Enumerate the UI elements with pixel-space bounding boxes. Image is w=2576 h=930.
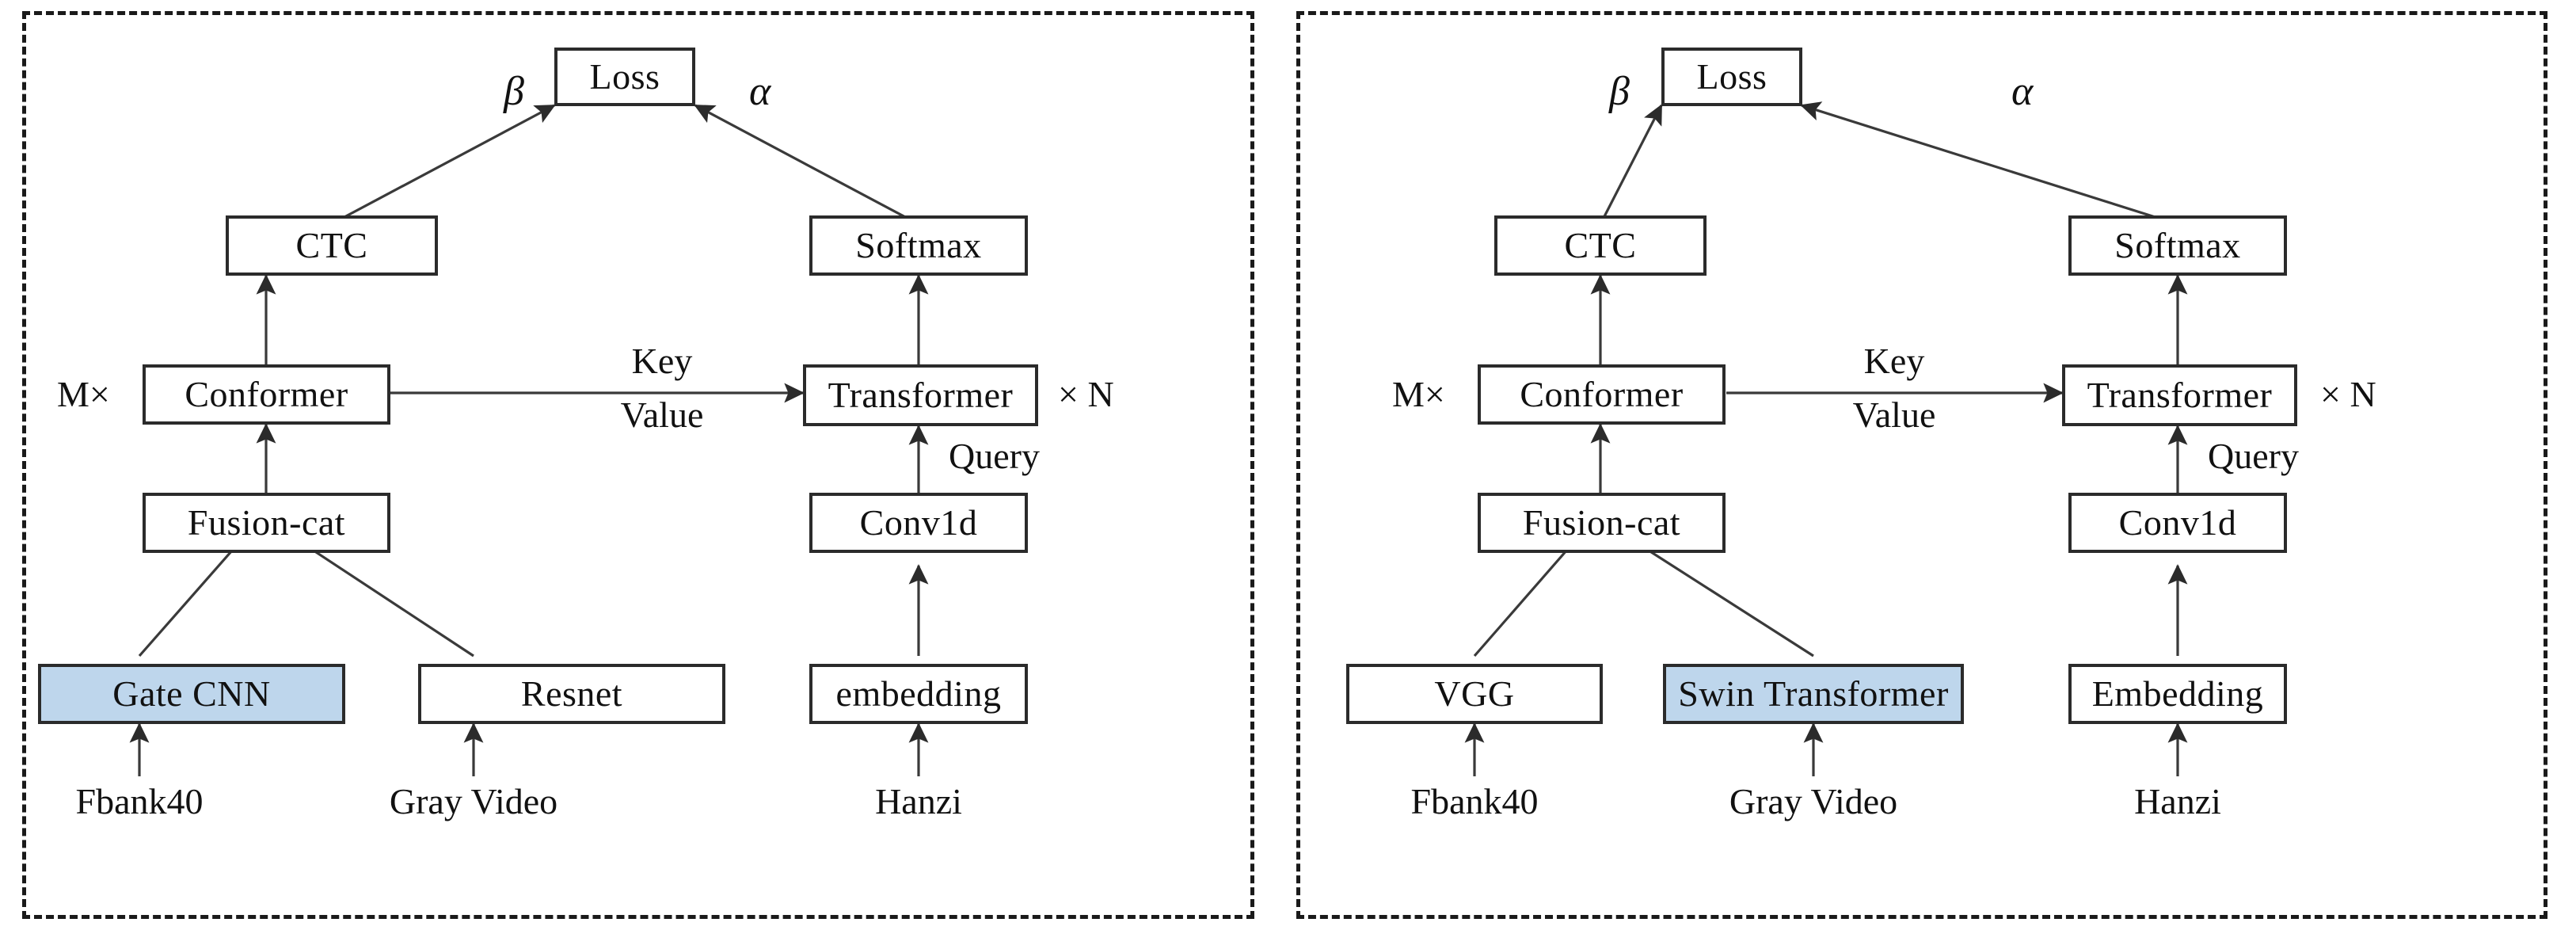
right-encoder-repeat-label: M×	[1392, 374, 1445, 414]
right-swin-transformer-node[interactable]: Swin Transformer	[1663, 664, 1964, 724]
right-conv1d-node[interactable]: Conv1d	[2068, 493, 2287, 553]
left-conformer-node[interactable]: Conformer	[143, 364, 390, 425]
right-gray-video-label: Gray Video	[1729, 781, 1898, 821]
left-loss-node[interactable]: Loss	[554, 48, 695, 106]
left-panel-frame	[22, 11, 1254, 919]
left-query-label: Query	[949, 436, 1040, 476]
left-fbank40-label: Fbank40	[75, 781, 204, 821]
left-decoder-repeat-label: × N	[1058, 374, 1114, 414]
left-gate-cnn-node[interactable]: Gate CNN	[38, 664, 345, 724]
right-hanzi-label: Hanzi	[2134, 781, 2221, 821]
left-transformer-node[interactable]: Transformer	[803, 364, 1038, 426]
right-fusion-cat-node[interactable]: Fusion-cat	[1478, 493, 1726, 553]
right-vgg-node[interactable]: VGG	[1346, 664, 1603, 724]
left-ctc-node[interactable]: CTC	[226, 215, 438, 276]
right-alpha-label: α	[2011, 69, 2034, 114]
right-decoder-repeat-label: × N	[2320, 374, 2376, 414]
left-softmax-node[interactable]: Softmax	[809, 215, 1028, 276]
right-value-label: Value	[1852, 394, 1936, 435]
left-conv1d-node[interactable]: Conv1d	[809, 493, 1028, 553]
right-ctc-node[interactable]: CTC	[1494, 215, 1707, 276]
right-query-label: Query	[2208, 436, 2299, 476]
left-embedding-node[interactable]: embedding	[809, 664, 1028, 724]
right-key-label: Key	[1863, 341, 1925, 381]
right-conformer-node[interactable]: Conformer	[1478, 364, 1726, 425]
right-embedding-node[interactable]: Embedding	[2068, 664, 2287, 724]
left-beta-label: β	[504, 69, 524, 114]
right-fbank40-label: Fbank40	[1410, 781, 1539, 821]
right-beta-label: β	[1609, 69, 1630, 114]
left-alpha-label: α	[749, 69, 771, 114]
right-panel-frame	[1296, 11, 2547, 919]
right-transformer-node[interactable]: Transformer	[2062, 364, 2297, 426]
left-resnet-node[interactable]: Resnet	[418, 664, 725, 724]
left-hanzi-label: Hanzi	[875, 781, 962, 821]
left-key-label: Key	[631, 341, 693, 381]
left-value-label: Value	[620, 394, 704, 435]
left-encoder-repeat-label: M×	[57, 374, 110, 414]
left-fusion-cat-node[interactable]: Fusion-cat	[143, 493, 390, 553]
right-loss-node[interactable]: Loss	[1661, 48, 1802, 106]
right-softmax-node[interactable]: Softmax	[2068, 215, 2287, 276]
left-gray-video-label: Gray Video	[389, 781, 558, 821]
